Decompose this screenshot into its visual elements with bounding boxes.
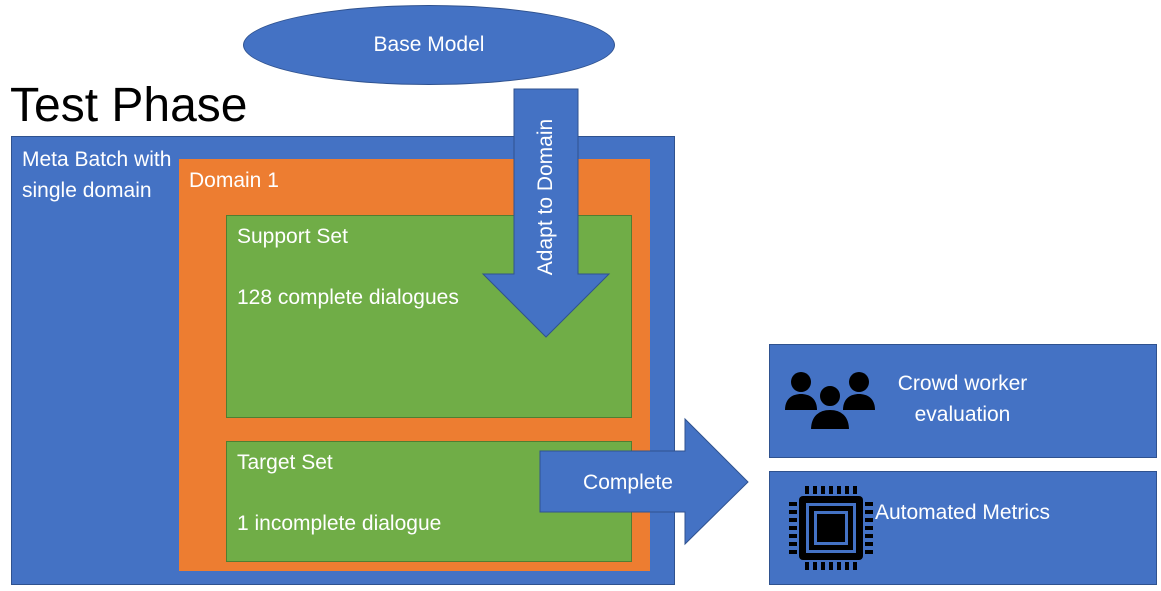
base-model-label: Base Model <box>373 33 485 56</box>
support-set-description: 128 complete dialogues <box>237 286 459 309</box>
processor-chip-icon <box>789 486 873 570</box>
support-set-title: Support Set <box>237 225 348 248</box>
complete-arrow-label-wrap: Complete <box>540 467 740 499</box>
automated-metrics-label: Automated Metrics <box>874 501 1051 524</box>
people-group-icon <box>785 372 875 431</box>
page-title: Test Phase <box>10 79 248 132</box>
crowd-evaluation-label: Crowd worker evaluation <box>897 372 1028 426</box>
target-set-title: Target Set <box>237 451 333 474</box>
domain-label: Domain 1 <box>189 169 279 192</box>
complete-arrow-label: Complete <box>583 471 673 494</box>
meta-batch-label: Meta Batch with single domain <box>22 148 172 202</box>
target-set-description: 1 incomplete dialogue <box>237 512 442 535</box>
base-model-ellipse: Base Model <box>243 5 615 85</box>
adapt-arrow-label: Adapt to Domain <box>534 118 557 276</box>
